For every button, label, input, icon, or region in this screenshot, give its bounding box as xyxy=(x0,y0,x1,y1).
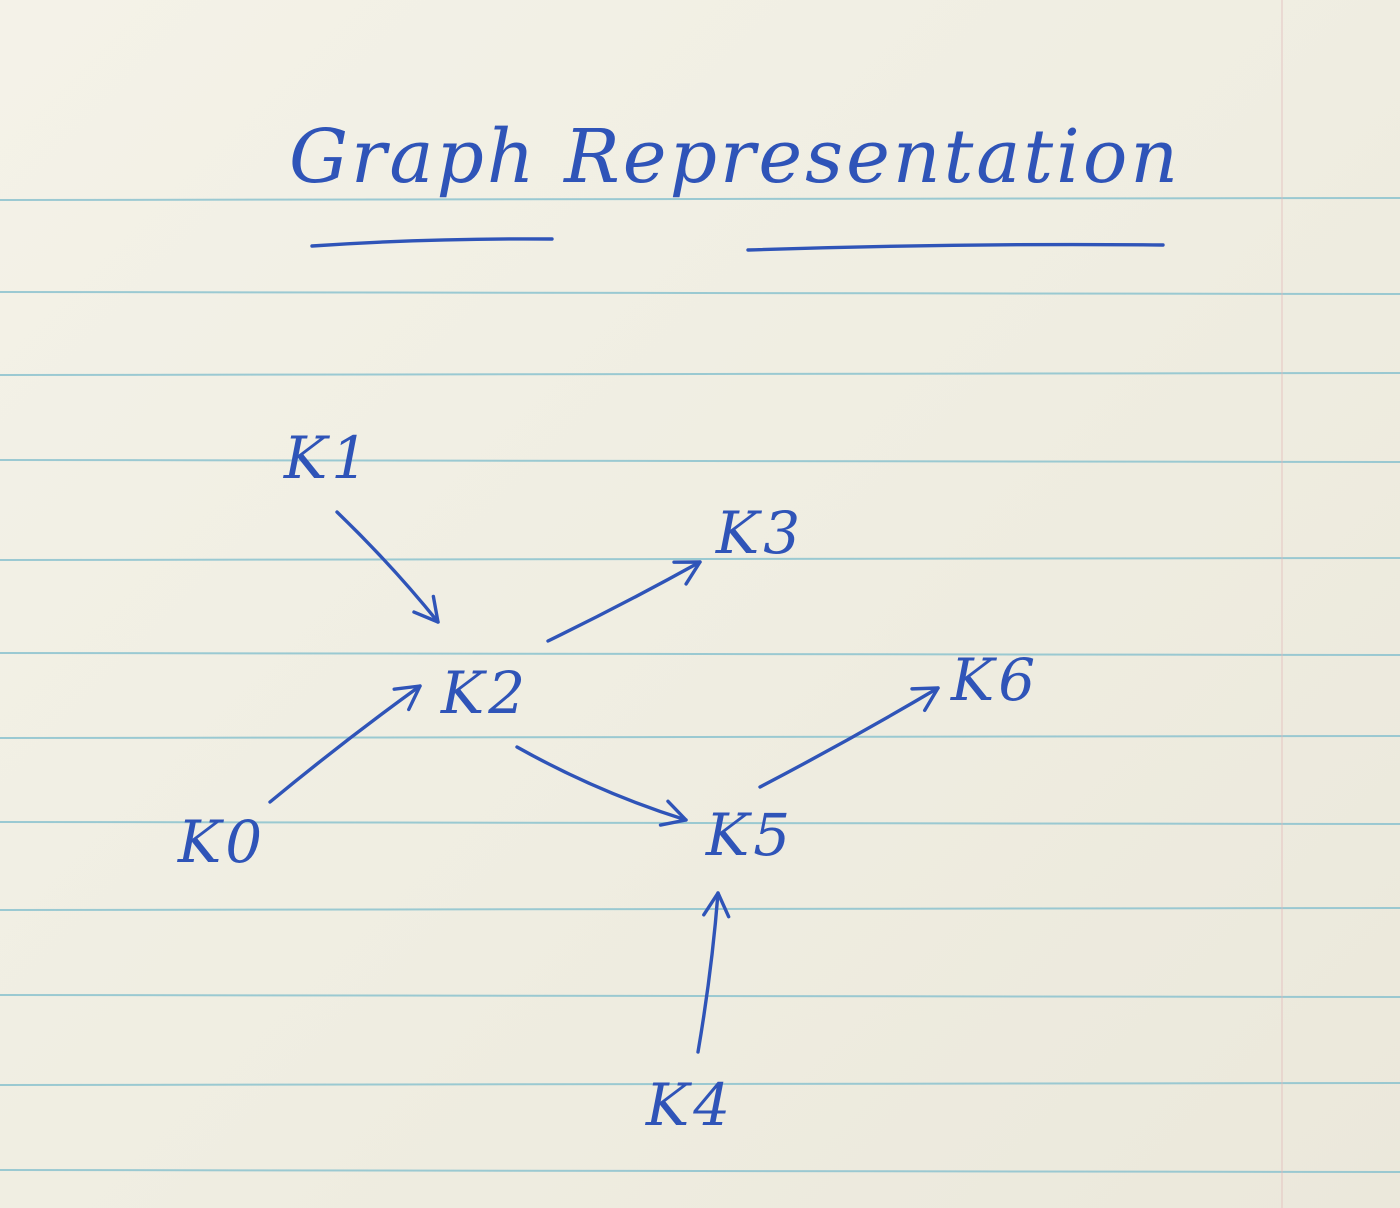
arrowhead xyxy=(910,686,940,713)
node-k3: K3 xyxy=(715,499,804,567)
ruled-line xyxy=(0,372,1400,376)
node-k1: K1 xyxy=(283,424,372,492)
node-k0: K0 xyxy=(177,808,266,876)
arrowhead xyxy=(392,684,422,712)
edge-line xyxy=(268,684,422,804)
page-title: Graph Representation xyxy=(289,114,1181,200)
title-underline-right xyxy=(746,242,1165,252)
ruled-line xyxy=(0,907,1400,911)
ruled-line xyxy=(0,459,1400,463)
node-k5: K5 xyxy=(705,801,794,869)
arrowhead xyxy=(658,799,688,827)
edge-layer xyxy=(268,510,940,1054)
ruled-line xyxy=(0,557,1400,561)
edge-line xyxy=(696,891,720,1054)
node-k6: K6 xyxy=(950,646,1039,714)
edge-line xyxy=(335,510,440,624)
arrowhead xyxy=(412,594,440,624)
ruled-line xyxy=(0,652,1400,656)
edge-line xyxy=(546,560,702,643)
node-k2: K2 xyxy=(440,659,529,727)
ruled-lines xyxy=(0,197,1400,1173)
edge-k2-k3 xyxy=(546,560,702,643)
ruled-line xyxy=(0,1169,1400,1173)
edge-line xyxy=(758,686,940,789)
edge-k2-k5 xyxy=(515,745,688,827)
edge-line xyxy=(515,745,688,822)
edge-k1-k2 xyxy=(335,510,440,624)
ruled-line xyxy=(0,1082,1400,1086)
ruled-line xyxy=(0,197,1400,201)
ruled-line xyxy=(0,994,1400,998)
arrowhead xyxy=(702,891,731,919)
edge-k0-k2 xyxy=(268,684,422,804)
node-k4: K4 xyxy=(645,1071,734,1139)
edge-k4-k5 xyxy=(696,891,731,1054)
ruled-line xyxy=(0,735,1400,739)
arrowhead xyxy=(672,560,702,586)
ruled-line xyxy=(0,291,1400,295)
title-underline-left xyxy=(310,237,554,248)
ruled-line xyxy=(0,821,1400,825)
edge-k5-k6 xyxy=(758,686,940,789)
